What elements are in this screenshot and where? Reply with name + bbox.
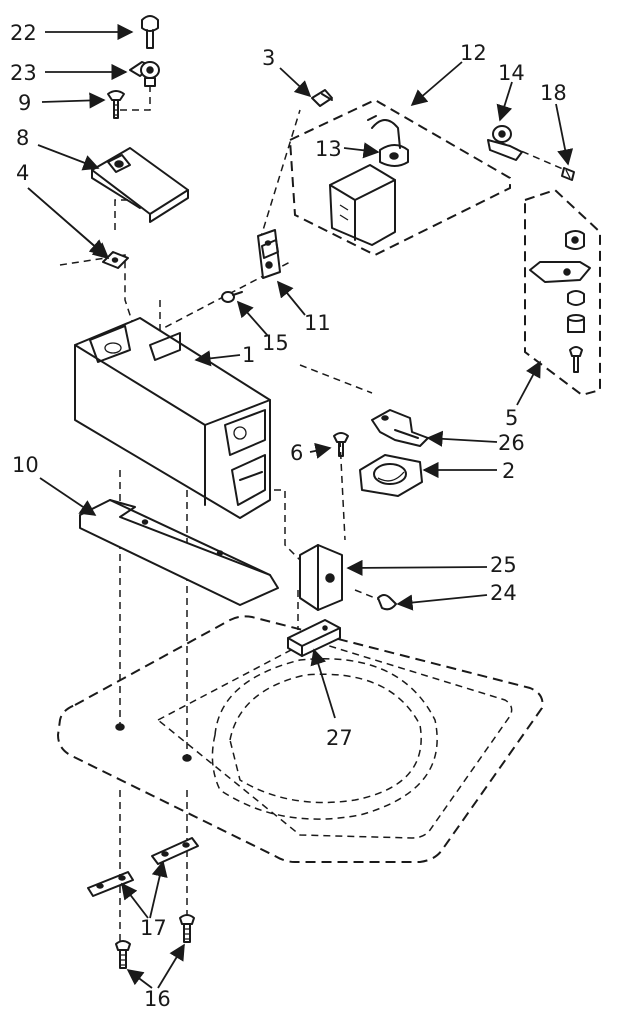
- control-box: [74, 317, 271, 519]
- latch-27: [287, 619, 341, 657]
- switch-mount: [129, 61, 160, 87]
- callout-8: 8: [16, 126, 29, 150]
- callout-6: 6: [290, 441, 303, 465]
- bracket-11: [257, 229, 281, 279]
- callout-13: 13: [315, 137, 342, 161]
- rotary-switch: [141, 15, 159, 49]
- callout-5: 5: [505, 406, 518, 430]
- switch-14: [487, 125, 523, 161]
- callout-18: 18: [540, 81, 567, 105]
- hardware-group-5: [524, 188, 601, 397]
- screw-3: [311, 89, 333, 107]
- callout-23: 23: [10, 61, 37, 85]
- callout-25: 25: [490, 553, 517, 577]
- callout-3: 3: [262, 46, 275, 70]
- relay-assembly-group: [288, 98, 511, 257]
- callout-22: 22: [10, 21, 37, 45]
- callout-10: 10: [12, 453, 39, 477]
- alignment-lines: [59, 85, 571, 950]
- screw-16-left: [115, 940, 131, 969]
- base-hole: [115, 723, 125, 731]
- callout-11: 11: [304, 311, 331, 335]
- callout-1: 1: [242, 343, 255, 367]
- mounting-bracket: [91, 147, 189, 223]
- clip-4: [102, 251, 129, 269]
- base-hole: [182, 754, 192, 762]
- screw-16-right: [179, 914, 195, 943]
- clip-17-right: [151, 837, 199, 865]
- callout-26: 26: [498, 431, 525, 455]
- callout-16: 16: [144, 987, 171, 1011]
- callout-15: 15: [262, 331, 289, 355]
- clip-17-left: [87, 871, 134, 897]
- screw-9: [107, 90, 125, 119]
- callout-12: 12: [460, 41, 487, 65]
- callout-9: 9: [18, 91, 31, 115]
- callout-4: 4: [16, 161, 29, 185]
- mounting-panel: [79, 499, 279, 606]
- screw-6: [333, 432, 349, 457]
- callout-14: 14: [498, 61, 525, 85]
- callout-27: 27: [326, 726, 353, 750]
- callout-labels: 22 23 9 8 4 3 12 14 18 13 11 15 1 5 6 26…: [10, 21, 567, 1011]
- screw-15: [221, 291, 243, 303]
- callout-2: 2: [502, 459, 515, 483]
- leader-lines: [27, 23, 574, 989]
- callout-17: 17: [140, 916, 167, 940]
- bracket-26: [371, 409, 429, 447]
- cup-2: [359, 454, 423, 497]
- screw-18: [561, 167, 575, 181]
- bracket-25: [299, 544, 343, 611]
- screw-24: [377, 594, 397, 611]
- callout-24: 24: [490, 581, 517, 605]
